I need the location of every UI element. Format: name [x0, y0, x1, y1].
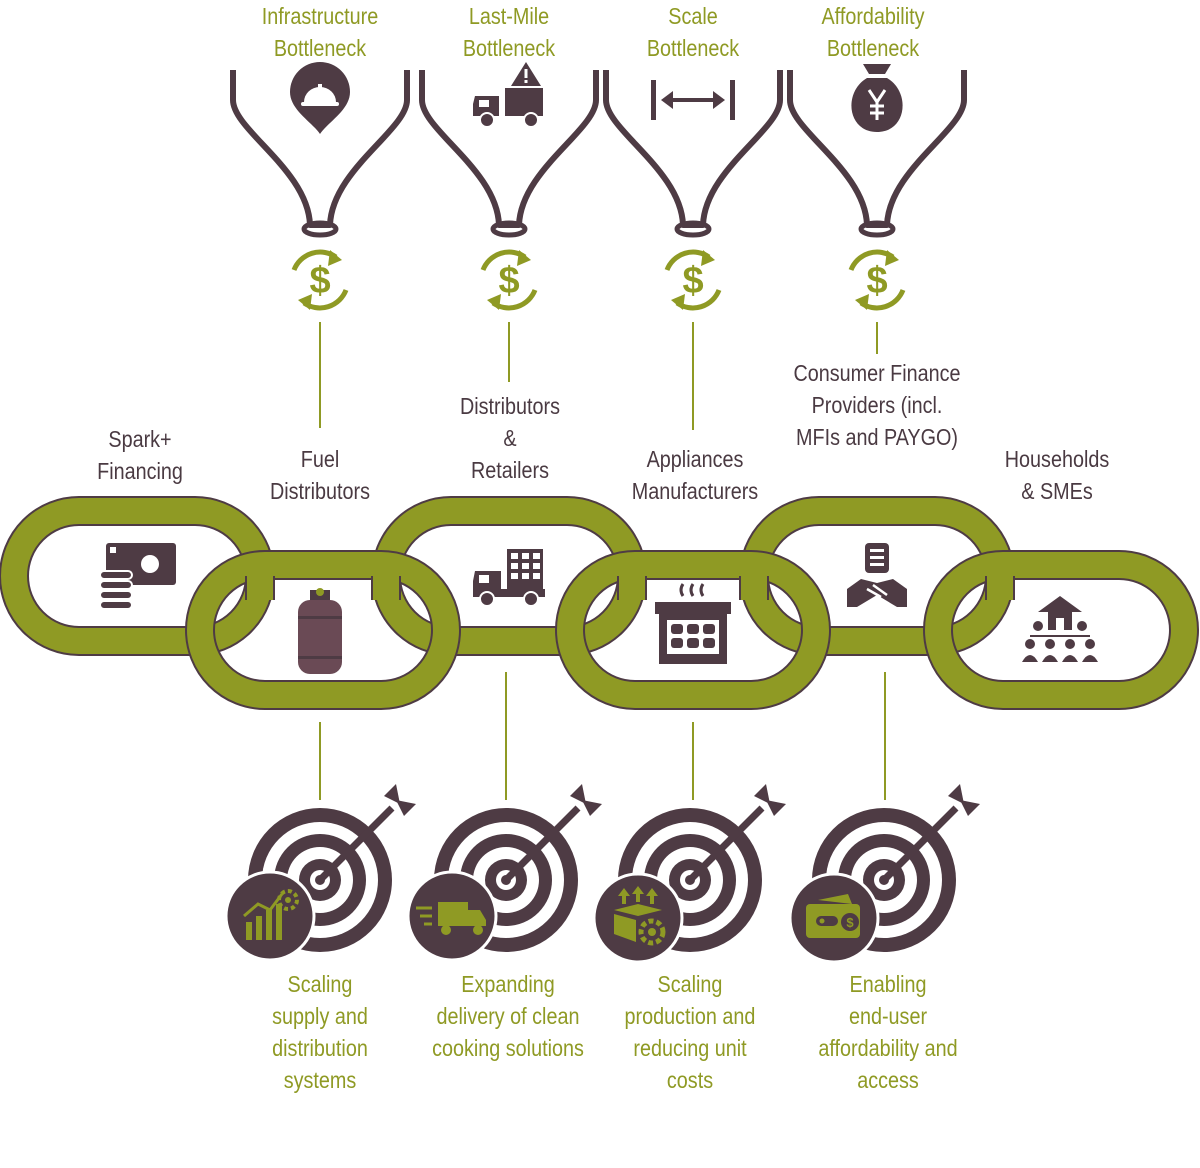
svg-text:$: $: [846, 915, 854, 930]
horizontal-arrow-icon: [651, 80, 735, 120]
fast-delivery-truck-icon: [406, 870, 498, 962]
actor-distributors-label: Distributors&Retailers: [459, 393, 561, 483]
community-group-icon: [1022, 596, 1098, 662]
dollar-cycle-icon: [483, 250, 535, 310]
actor-households-label: Households& SMEs: [1004, 446, 1110, 504]
dollar-cycle-icon: [851, 250, 903, 310]
cookstove-icon: [655, 583, 731, 664]
cargo-truck-icon: [473, 549, 545, 607]
money-bag-yen-icon: [851, 64, 903, 132]
chain: [0, 496, 1199, 710]
dollar-cycle-icon: [667, 250, 719, 310]
funnel-scale: [603, 70, 783, 238]
truck-warning-icon: [473, 62, 543, 128]
actor-spark-label: Spark+Financing: [97, 426, 183, 484]
connectors-top: [319, 322, 878, 430]
dollar-cycle-icon: [294, 250, 346, 310]
chain-link-households: [923, 550, 1199, 710]
funnel-infrastructure: [230, 70, 410, 238]
location-pin-helmet-icon: [290, 62, 350, 134]
chain-link-fuel: [185, 550, 461, 710]
gas-cylinder-icon: [298, 588, 342, 674]
funnel-affordability: [787, 70, 967, 238]
chain-interlocks: [245, 576, 1015, 600]
handshake-agreement-icon: [847, 543, 907, 607]
chain-link-appliances: [555, 550, 831, 710]
box-gear-arrows-icon: [592, 872, 684, 964]
wallet-dollar-icon: $: [788, 872, 880, 964]
growth-chart-gear-icon: [224, 870, 316, 962]
funnel-last-mile: [419, 70, 599, 238]
cash-coins-icon: [99, 543, 176, 610]
connectors-bottom: [319, 672, 886, 800]
